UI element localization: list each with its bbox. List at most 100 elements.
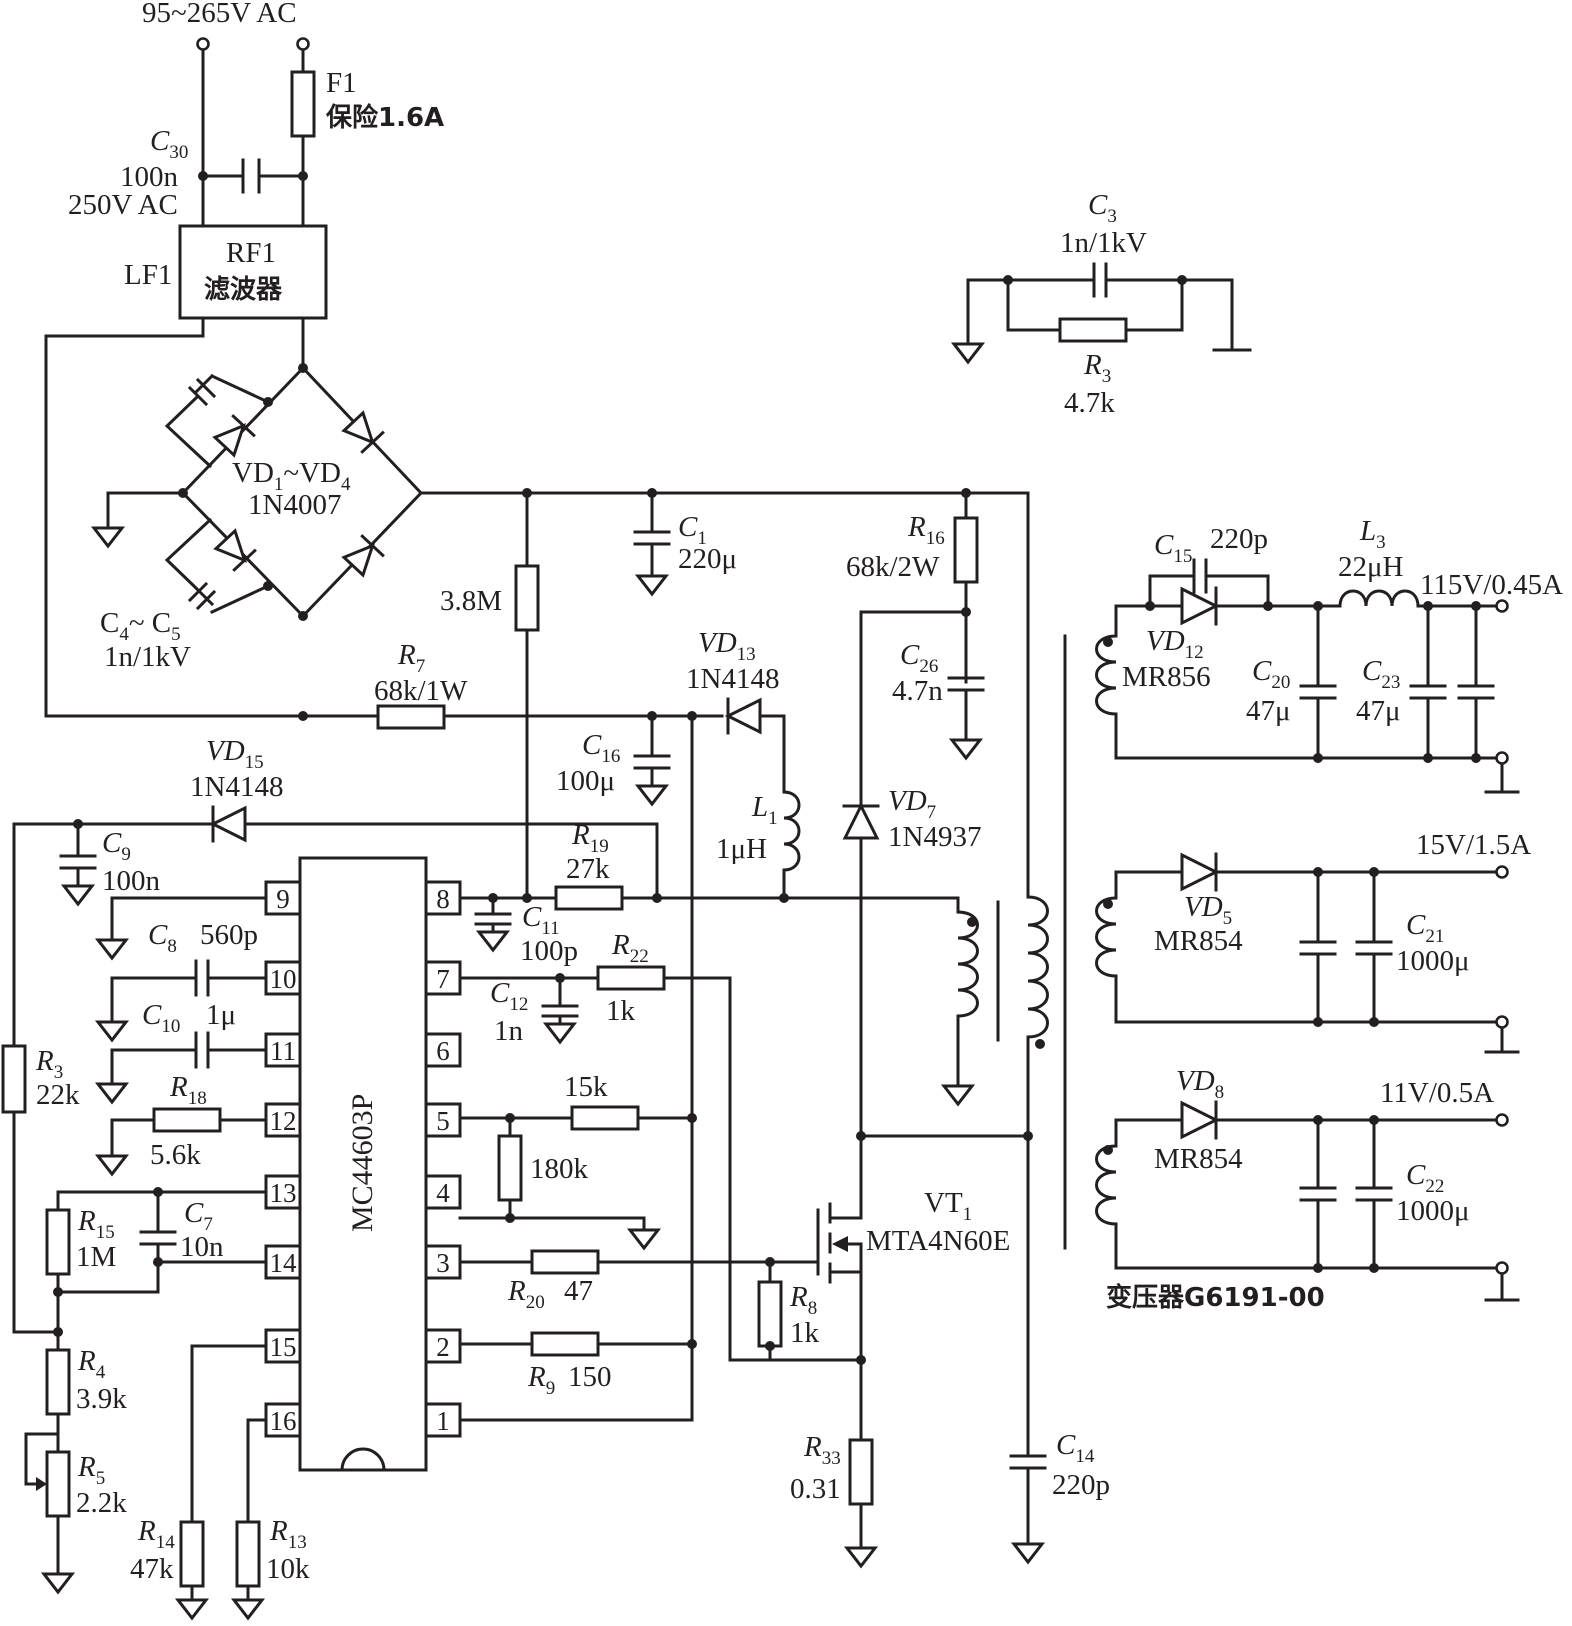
out1-gnd: [1484, 762, 1520, 794]
ic-pin-11-label: 11: [270, 1036, 296, 1066]
r180k-value: 180k: [530, 1153, 589, 1185]
c-unnamed-1: [1299, 870, 1337, 1024]
r5-resistor: [45, 1450, 71, 1518]
r16-resistor: [953, 516, 979, 584]
r22-label: R22: [611, 929, 649, 967]
c-unnamed-2: [1299, 1118, 1337, 1270]
aux-winding: [956, 910, 979, 1088]
l1-label: L1: [751, 791, 778, 829]
ic-pin-10-label: 10: [270, 964, 297, 994]
pin8-wire: [458, 896, 960, 914]
ground-symbol: [542, 1022, 578, 1045]
vd12-diode: [1180, 586, 1220, 626]
ground-symbol: [94, 1082, 130, 1105]
snubber-wire: [859, 610, 968, 1138]
junction: [298, 611, 308, 621]
mosfet-arrow: [832, 1236, 848, 1252]
c16-value: 100μ: [556, 765, 615, 797]
vd7-part: 1N4937: [888, 821, 981, 853]
out2-terminal-neg: [1495, 1015, 1509, 1029]
ic-pin-12-label: 12: [270, 1106, 297, 1136]
r22-resistor: [596, 965, 666, 991]
ac-input-terminal-2: [296, 37, 310, 51]
c15-label: C15: [1154, 529, 1192, 567]
ic-pin-15-label: 15: [270, 1332, 297, 1362]
r19-resistor: [554, 885, 624, 911]
vd13-part: 1N4148: [686, 663, 779, 695]
r8-value: 1k: [790, 1317, 820, 1349]
c9-plates: [59, 822, 97, 888]
out1-label: 115V/0.45A: [1420, 569, 1563, 601]
c12-value: 1n: [494, 1015, 524, 1047]
out3-label: 11V/0.5A: [1380, 1077, 1494, 1109]
transformer-label: 变压器G6191-00: [1106, 1282, 1325, 1313]
pin12-r18: [110, 1118, 268, 1158]
out2-terminal-pos: [1495, 865, 1509, 879]
filter-out-left: [44, 316, 305, 718]
r5-value: 2.2k: [76, 1487, 127, 1519]
ic-pin-2-label: 2: [436, 1332, 450, 1362]
junction: [1003, 275, 1013, 285]
junction: [263, 581, 273, 591]
junction: [153, 1257, 163, 1267]
r3a-resistor: [1058, 317, 1128, 343]
r13-label: R13: [269, 1515, 307, 1553]
r3a-wire: [1006, 278, 1184, 332]
rstart-resistor: [514, 564, 540, 632]
c16-plates: [633, 754, 671, 770]
ic-pin-1-box: [424, 1402, 462, 1438]
bridge-gnd-wire: [106, 491, 185, 530]
r3a-label: R3: [1083, 349, 1111, 387]
ic-pin-4-box: [424, 1174, 462, 1210]
c30-rating: 250V AC: [68, 189, 178, 221]
bridge-diode-2: [341, 410, 385, 454]
fuse-ref: F1: [326, 67, 357, 99]
ic-pin-3-box: [424, 1244, 462, 1280]
r18-resistor: [152, 1107, 222, 1133]
ic-pin-5-box: [424, 1102, 462, 1138]
c16-label: C16: [582, 729, 620, 767]
out2-label: 15V/1.5A: [1416, 829, 1531, 861]
r9-label: R9: [527, 1361, 555, 1399]
r20-label: R20: [507, 1275, 545, 1313]
c26-value: 4.7n: [892, 675, 943, 707]
c15-value: 220p: [1210, 523, 1268, 555]
vd8-label: VD8: [1176, 1065, 1224, 1103]
l3-value: 22μH: [1338, 551, 1404, 583]
rf1-filter-box: [178, 224, 328, 320]
out2-gnd: [1484, 1026, 1520, 1054]
r9-value: 150: [568, 1361, 612, 1393]
ic-pin-14-label: 14: [270, 1248, 298, 1278]
pin7-wire: [458, 976, 772, 1362]
r15-resistor: [45, 1208, 71, 1276]
junction: [263, 397, 273, 407]
vd13-label: VD13: [698, 627, 756, 665]
ground-symbol: [94, 938, 130, 961]
c23-label: C23: [1362, 655, 1400, 693]
ground-symbol: [626, 1228, 662, 1251]
fuse-f1: [290, 70, 316, 138]
fuse-desc: 保险1.6A: [325, 102, 444, 133]
vd13-wire: [758, 714, 786, 794]
r8-label: R8: [789, 1281, 817, 1319]
r14-resistor: [179, 1520, 205, 1588]
bridge-diode-3: [213, 528, 257, 572]
r15k-value: 15k: [564, 1071, 608, 1103]
ground-symbol: [948, 738, 984, 761]
c7-label: C7: [184, 1197, 213, 1235]
c45-value: 1n/1kV: [104, 641, 191, 673]
c3-r3-network: [966, 278, 1234, 352]
vd15-label: VD15: [206, 735, 264, 773]
ic-pin-1-label: 1: [436, 1406, 450, 1436]
snubber-c5: [164, 517, 270, 614]
junction: [198, 171, 208, 181]
c21-cap: [1355, 870, 1393, 1024]
junction: [1145, 601, 1155, 611]
r16-value: 68k/2W: [846, 551, 940, 583]
r13-value: 10k: [266, 1553, 310, 1585]
vt1-part: MTA4N60E: [866, 1225, 1010, 1257]
c9-label: C9: [102, 827, 131, 865]
ground-symbol: [940, 1084, 976, 1107]
